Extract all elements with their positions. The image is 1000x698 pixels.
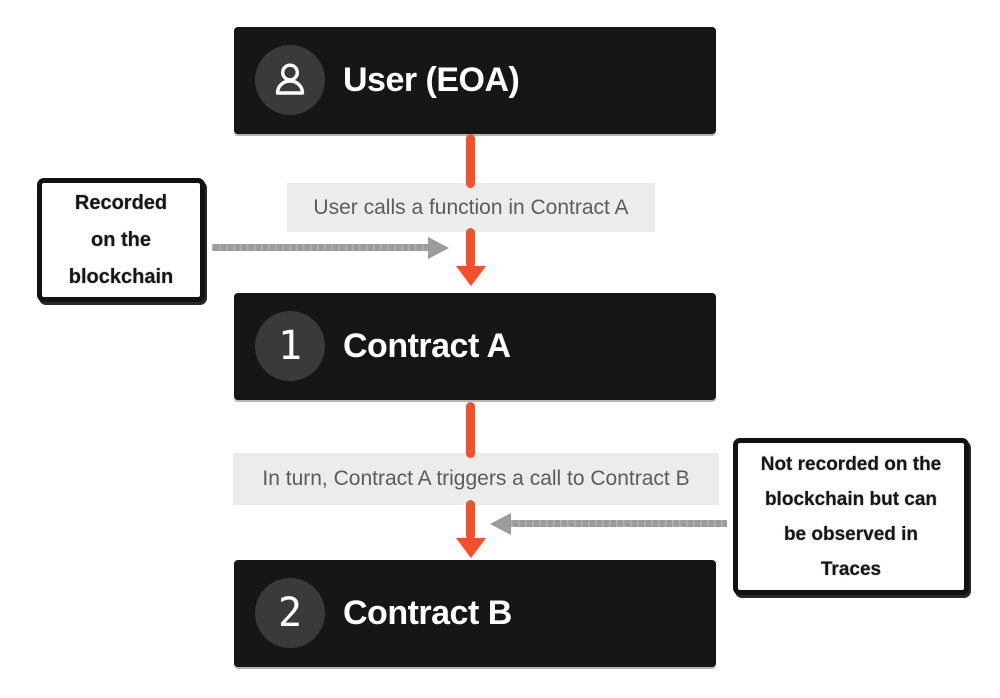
note-not-recorded-traces: Not recorded on the blockchain but can b… — [733, 438, 969, 595]
red-arrow-2-line-bottom — [466, 500, 475, 540]
note-line: blockchain but can — [764, 488, 938, 510]
red-arrow-1-line-top — [466, 134, 475, 188]
gray-arrow-right-shaft — [511, 520, 727, 527]
note-line: Not recorded on the — [760, 453, 942, 475]
node-contract-b: 2 Contract B — [234, 560, 716, 667]
note-line: Recorded — [74, 191, 168, 214]
flow-label-1: User calls a function in Contract A — [287, 183, 655, 232]
red-arrow-2-line-top — [466, 402, 475, 458]
node-user-eoa: User (EOA) — [234, 27, 716, 134]
note-line: Traces — [820, 558, 882, 580]
red-arrow-1-head-icon — [456, 266, 486, 286]
note-line: blockchain — [68, 265, 174, 288]
note-line: on the — [91, 228, 151, 251]
note-recorded-on-blockchain: Recorded on the blockchain — [37, 178, 205, 302]
badge-number: 1 — [277, 323, 303, 369]
node-title: User (EOA) — [343, 61, 520, 99]
gray-arrow-left-head-icon — [490, 513, 511, 535]
avatar — [255, 45, 325, 115]
node-contract-a: 1 Contract A — [234, 293, 716, 400]
node-title: Contract A — [343, 327, 511, 365]
badge-number: 2 — [277, 590, 303, 636]
node-title: Contract B — [343, 594, 512, 632]
step-badge-2: 2 — [255, 578, 325, 648]
user-icon — [270, 60, 310, 100]
note-line: be observed in — [783, 523, 919, 545]
step-badge-1: 1 — [255, 311, 325, 381]
red-arrow-1-line-bottom — [466, 228, 475, 268]
flow-label-2: In turn, Contract A triggers a call to C… — [233, 453, 719, 505]
gray-arrow-left-shaft — [212, 244, 428, 251]
gray-arrow-right-head-icon — [428, 237, 449, 259]
red-arrow-2-head-icon — [456, 538, 486, 558]
